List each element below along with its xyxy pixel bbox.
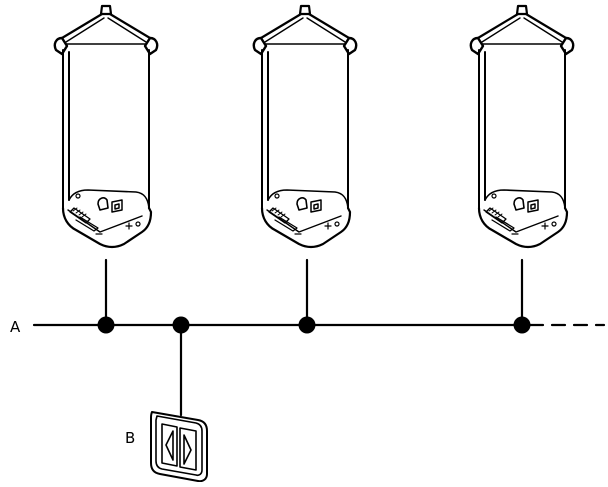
- actuator-unit-icon: [53, 4, 159, 249]
- actuator-unit-icon: [252, 4, 358, 249]
- control-switch-icon: [150, 411, 208, 483]
- junction-dot: [97, 316, 115, 334]
- bus-label: A: [10, 318, 21, 336]
- junction-dot: [513, 316, 531, 334]
- actuator-unit-icon: [469, 4, 575, 249]
- junction-dot: [298, 316, 316, 334]
- switch-label: B: [125, 429, 135, 447]
